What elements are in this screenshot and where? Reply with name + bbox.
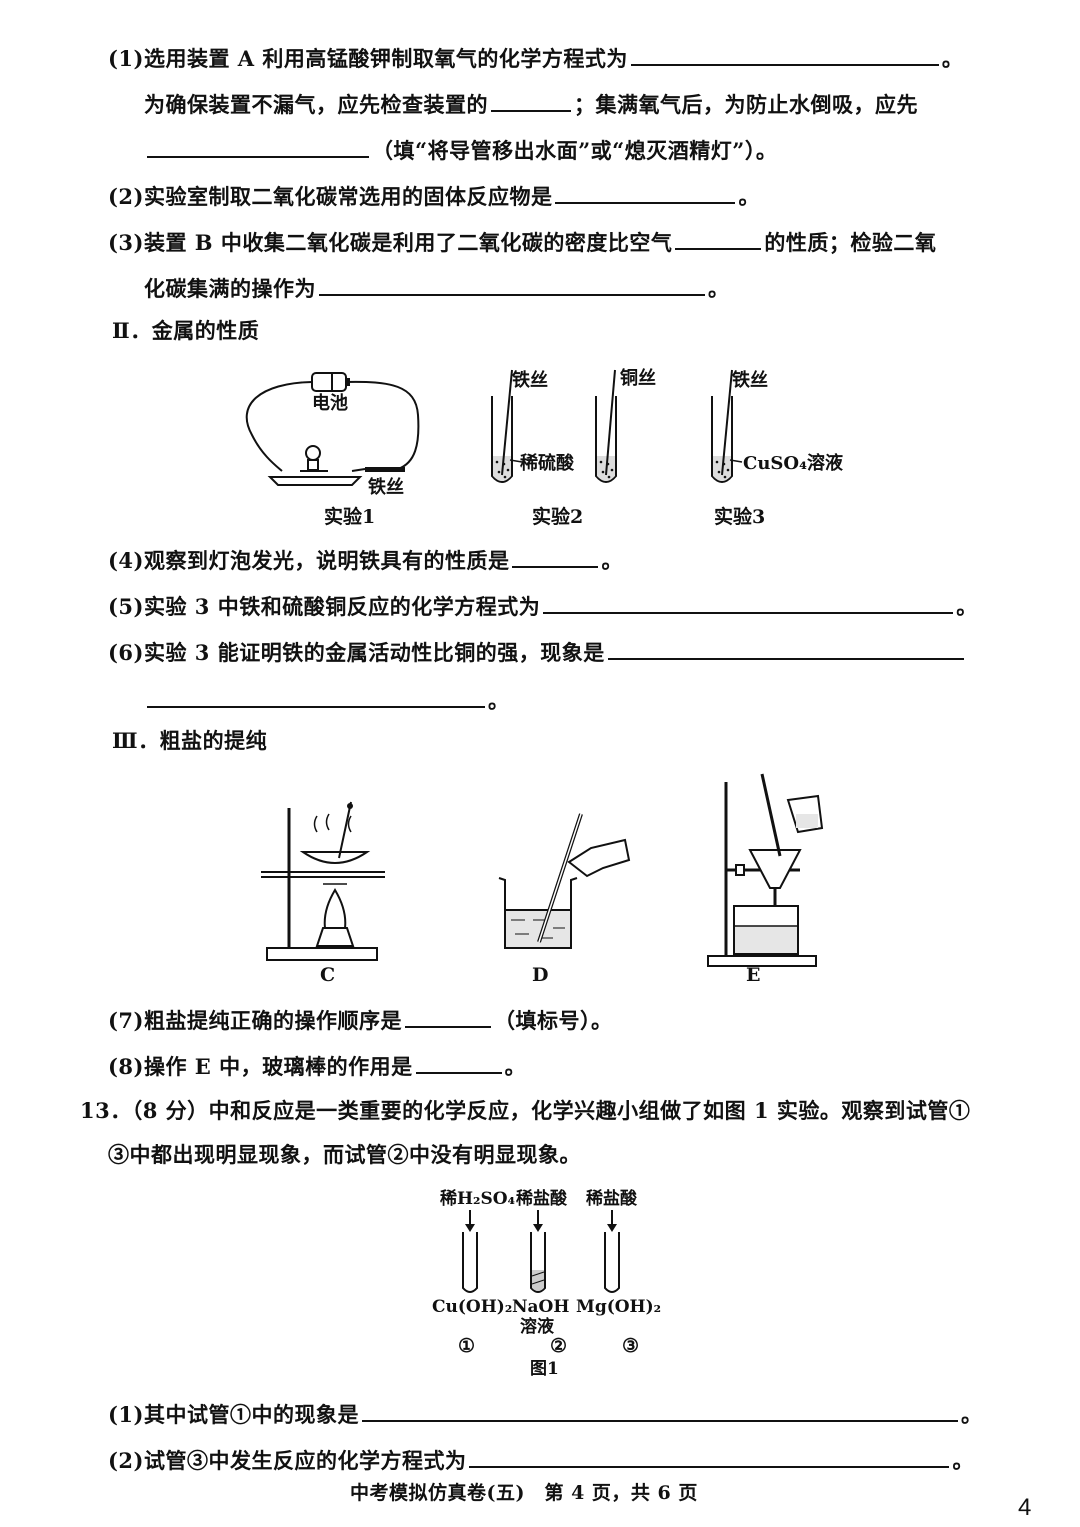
section-2-heading: Ⅱ．金属的性质 — [112, 318, 260, 343]
tube-number: ① — [458, 1335, 475, 1357]
question-1-line-c: （填“将导管移出水面”或“熄灭酒精灯”）。 — [144, 134, 777, 166]
question-8: (8)操作 E 中，玻璃棒的作用是。 — [108, 1050, 526, 1082]
reagent-label: 稀盐酸 — [586, 1188, 638, 1209]
figure-caption: 图1 — [530, 1359, 559, 1379]
experiment-2-caption: 实验2 — [532, 506, 584, 528]
question-2: (2)实验室制取二氧化碳常选用的固体反应物是。 — [108, 180, 760, 212]
answer-blank[interactable] — [630, 42, 939, 66]
answer-blank[interactable] — [319, 272, 705, 296]
question-3-line-a: (3)装置 B 中收集二氧化碳是利用了二氧化碳的密度比空气的性质；检验二氧 — [108, 226, 936, 258]
tube-substance-label: Mg(OH)₂ — [576, 1297, 661, 1317]
tube-number: ② — [550, 1335, 567, 1357]
question-13-line-1: 13．（8 分）中和反应是一类重要的化学反应，化学兴趣小组做了如图 1 实验。观… — [80, 1098, 971, 1123]
question-13-sub-2: (2)试管③中发生反应的化学方程式为。 — [108, 1444, 974, 1476]
question-1-line-a: (1)选用装置 A 利用高锰酸钾制取氧气的化学方程式为。 — [108, 42, 963, 74]
question-3-line-b: 化碳集满的操作为。 — [144, 272, 730, 304]
tube-substance-label: NaOH — [512, 1297, 569, 1317]
experiment-1-caption: 实验1 — [324, 506, 376, 528]
answer-blank[interactable] — [147, 134, 369, 158]
answer-blank[interactable] — [543, 590, 954, 614]
question-7: (7)粗盐提纯正确的操作顺序是（填标号）。 — [108, 1004, 612, 1036]
answer-blank[interactable] — [469, 1444, 950, 1468]
answer-blank[interactable] — [675, 226, 762, 250]
question-5: (5)实验 3 中铁和硫酸铜反应的化学方程式为。 — [108, 590, 978, 622]
question-13-sub-1: (1)其中试管①中的现象是。 — [108, 1398, 982, 1430]
cuso4-solution-label: CuSO₄溶液 — [743, 452, 844, 474]
iron-wire-label: 铁丝 — [732, 369, 768, 391]
question-4: (4)观察到灯泡发光，说明铁具有的性质是。 — [108, 544, 623, 576]
experiment-3-caption: 实验3 — [714, 506, 766, 528]
operation-e-label: E — [746, 964, 761, 986]
question-6-line-a: (6)实验 3 能证明铁的金属活动性比铜的强，现象是 — [108, 636, 967, 668]
answer-blank[interactable] — [491, 88, 571, 112]
answer-blank[interactable] — [555, 180, 736, 204]
dilute-sulfuric-acid-label: 稀硫酸 — [520, 452, 575, 474]
answer-blank[interactable] — [607, 636, 964, 660]
battery-label: 电池 — [312, 392, 348, 414]
operation-c-label: C — [320, 964, 336, 986]
answer-blank[interactable] — [415, 1050, 502, 1074]
answer-blank[interactable] — [512, 544, 599, 568]
section-3-heading: Ⅲ．粗盐的提纯 — [112, 728, 268, 753]
question-13-line-2: ③中都出现明显现象，而试管②中没有明显现象。 — [108, 1142, 581, 1167]
operation-e-filtration — [707, 773, 824, 967]
reagent-label: 稀盐酸 — [516, 1188, 568, 1209]
page-number: 4 — [1018, 1494, 1032, 1521]
question-1-line-b: 为确保装置不漏气，应先检查装置的；集满氧气后，为防止水倒吸，应先 — [144, 88, 918, 120]
iron-wire-label: 铁丝 — [512, 369, 548, 391]
tube-number: ③ — [622, 1335, 639, 1357]
copper-wire-label: 铜丝 — [620, 367, 656, 389]
experiment-2-test-tubes: 铁丝 铜丝 稀硫酸 — [491, 367, 656, 483]
tube-substance-label: 溶液 — [520, 1316, 554, 1337]
reagent-label: 稀H₂SO₄ — [440, 1188, 515, 1209]
iron-wire-label: 铁丝 — [368, 476, 404, 498]
figure-1-neutralization-tubes: 稀H₂SO₄ 稀盐酸 稀盐酸 Cu(OH)₂ NaOH Mg(OH)₂ 溶液 ①… — [432, 1188, 661, 1379]
tube-substance-label: Cu(OH)₂ — [432, 1297, 512, 1317]
answer-blank[interactable] — [404, 1004, 491, 1028]
page-footer: 中考模拟仿真卷(五) 第 4 页，共 6 页 — [350, 1482, 698, 1504]
experiment-3-test-tube: 铁丝 CuSO₄溶液 — [711, 369, 844, 483]
experiment-1-circuit-diagram: 电池 铁丝 — [245, 372, 420, 498]
operation-c-evaporation — [261, 801, 385, 961]
operation-d-dissolution — [498, 813, 631, 949]
answer-blank[interactable] — [147, 684, 485, 708]
answer-blank[interactable] — [361, 1398, 958, 1422]
question-6-line-b: 。 — [144, 684, 510, 716]
operation-d-label: D — [532, 964, 549, 986]
